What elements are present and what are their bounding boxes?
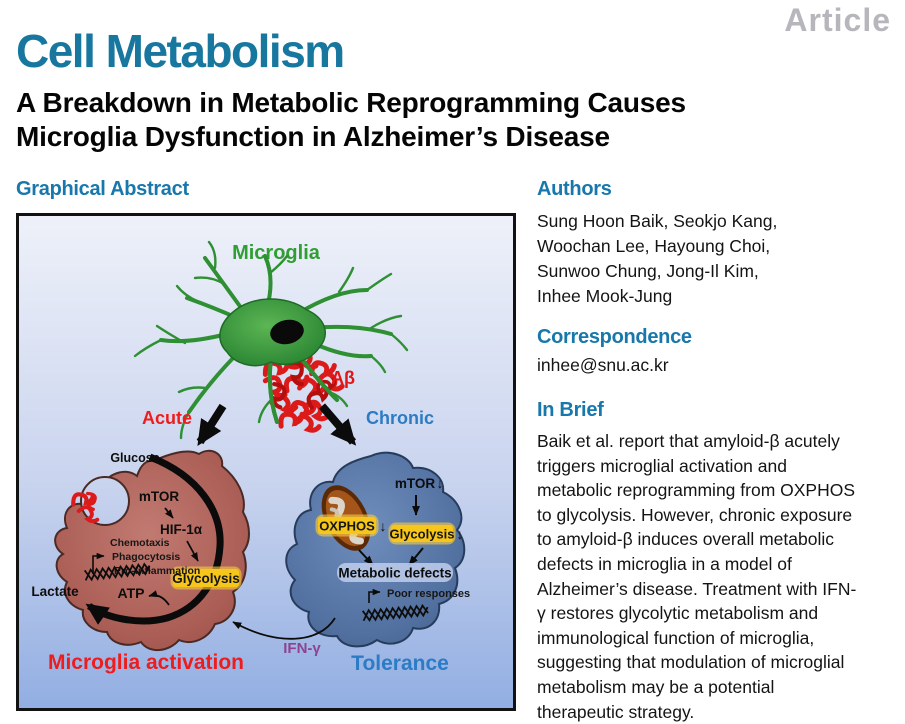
- acute-chronic-arrows: [196, 403, 357, 447]
- hif1a-label: HIF-1α: [160, 522, 203, 537]
- glycolysis2-down-arrow: ↓: [457, 526, 464, 542]
- svg-text:Metabolic defects: Metabolic defects: [338, 566, 451, 581]
- atp-arrow: [148, 590, 170, 606]
- glycolysis-defects-arrow: [408, 547, 424, 566]
- atp-label: ATP: [118, 585, 145, 601]
- svg-text:Glycolysis: Glycolysis: [172, 571, 240, 586]
- correspondence-heading: Correspondence: [537, 326, 692, 348]
- abeta-label: Aβ: [331, 368, 355, 388]
- correspondence-email[interactable]: inhee@snu.ac.kr: [537, 355, 669, 375]
- authors-heading: Authors: [537, 178, 612, 200]
- dna-coil-2: [361, 603, 429, 622]
- svg-text:Glycolysis: Glycolysis: [389, 527, 454, 542]
- glycolysis-highlight: Glycolysis: [170, 566, 242, 590]
- graphical-abstract-heading: Graphical Abstract: [16, 178, 189, 200]
- article-type-tag: Article: [784, 2, 891, 38]
- metabolic-defects-label: Metabolic defects: [337, 563, 453, 582]
- microglia-branch-overlay: [267, 356, 339, 424]
- acute-label: Acute: [142, 408, 192, 428]
- mtor2-down-arrow: ↓: [437, 475, 444, 491]
- authors-list: Sung Hoon Baik, Seokjo Kang, Woochan Lee…: [537, 211, 778, 306]
- tolerance-label: Tolerance: [351, 652, 449, 675]
- hif-glycolysis-arrow: [186, 540, 199, 562]
- activated-microglia-cell: Glucose mTOR HIF-1α Glycolysis Chemotaxi…: [54, 449, 250, 651]
- ifn-gamma-arrow: [232, 617, 336, 640]
- tolerant-microglia-cell: OXPHOS ↓ mTOR ↓ Glycolysis ↓ Metabolic d…: [285, 451, 470, 648]
- ifn-gamma-label: IFN-γ: [283, 640, 321, 657]
- mtor-label: mTOR: [139, 489, 180, 504]
- paper-title: A Breakdown in Metabolic Reprogramming C…: [16, 87, 686, 152]
- pro-inflammation-label: Pro-inflammation: [114, 565, 200, 577]
- mtor-hif-arrow: [164, 507, 174, 519]
- phagocytosis-label: Phagocytosis: [112, 551, 180, 563]
- microglia-activation-label: Microglia activation: [48, 651, 244, 674]
- oxphos-defects-arrow: [358, 549, 374, 566]
- in-brief-text: Baik et al. report that amyloid-β acutel…: [537, 431, 857, 722]
- poor-response-arrow: [368, 588, 381, 603]
- microglia-nucleus: [270, 319, 304, 345]
- graphical-abstract-figure: Microglia: [16, 213, 516, 711]
- svg-text:OXPHOS: OXPHOS: [319, 519, 375, 534]
- summary-column: Authors Sung Hoon Baik, Seokjo Kang, Woo…: [537, 178, 905, 724]
- oxphos-down-arrow: ↓: [380, 518, 387, 534]
- glucose-label: Glucose: [110, 451, 159, 465]
- chemotaxis-label: Chemotaxis: [110, 537, 170, 549]
- chronic-label: Chronic: [366, 408, 434, 428]
- dna-coil: [83, 562, 151, 582]
- glycolysis2-highlight: Glycolysis: [388, 522, 456, 545]
- mtor2-label: mTOR: [395, 476, 436, 491]
- poor-responses-label: Poor responses: [387, 588, 470, 600]
- figure-background: [19, 216, 513, 708]
- journal-logo: Cell Metabolism: [16, 25, 345, 77]
- oxphos-highlight: OXPHOS: [315, 514, 379, 537]
- gene-induction-arrow: [92, 552, 105, 574]
- lactate-label: Lactate: [31, 584, 79, 599]
- microglia-label: Microglia: [232, 242, 321, 264]
- in-brief-heading: In Brief: [537, 399, 604, 421]
